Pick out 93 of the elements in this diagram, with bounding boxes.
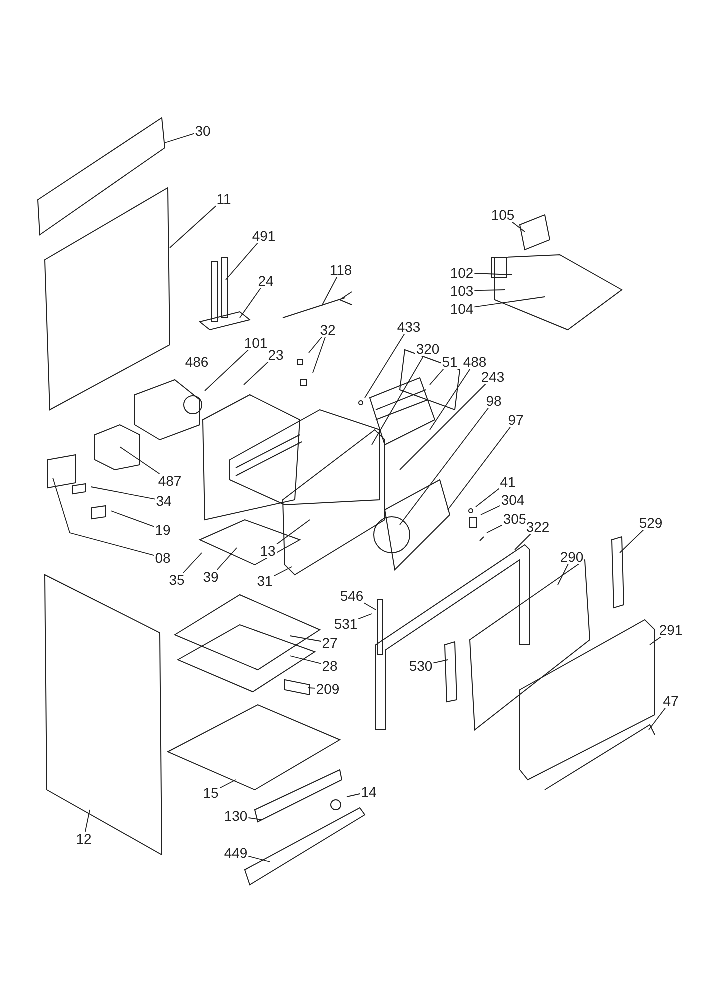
callout-number: 101	[243, 336, 269, 350]
leader-line	[558, 564, 569, 586]
callout-number: 102	[449, 266, 475, 280]
callout-number: 15	[202, 786, 220, 800]
leader-line	[308, 688, 316, 689]
leader-line	[244, 362, 269, 386]
callout-number: 130	[223, 809, 249, 823]
callout-number: 104	[449, 302, 475, 316]
leader-line	[372, 356, 424, 446]
callout-number: 41	[499, 475, 517, 489]
callout-number: 491	[251, 229, 277, 243]
callout-number: 98	[485, 394, 503, 408]
leader-line	[183, 552, 202, 574]
callout-number: 23	[267, 348, 285, 362]
callout-number: 290	[559, 550, 585, 564]
leader-line	[400, 408, 490, 526]
callout-number: 97	[507, 413, 525, 427]
callout-number: 105	[490, 208, 516, 222]
callout-number: 243	[480, 370, 506, 384]
leader-line	[474, 296, 546, 308]
leader-line	[620, 530, 644, 554]
callout-number: 103	[449, 284, 475, 298]
callout-number: 304	[500, 493, 526, 507]
leader-line	[346, 794, 361, 798]
callout-number: 487	[157, 474, 183, 488]
callout-number: 529	[638, 516, 664, 530]
leader-line	[448, 426, 512, 510]
callout-number: 24	[257, 274, 275, 288]
callout-number: 118	[328, 263, 354, 277]
callout-number: 31	[256, 574, 274, 588]
leader-line	[364, 334, 406, 398]
leader-line	[219, 780, 236, 789]
leader-line	[164, 133, 195, 144]
leader-line	[248, 856, 270, 862]
leader-line	[290, 656, 322, 664]
callout-number: 30	[194, 124, 212, 138]
callout-number: 34	[155, 494, 173, 508]
callout-number: 291	[658, 623, 684, 637]
callout-number: 19	[154, 523, 172, 537]
leader-line	[514, 534, 532, 550]
leader-line	[273, 566, 292, 577]
leader-line	[204, 350, 250, 392]
callout-number: 546	[339, 589, 365, 603]
callout-number: 449	[223, 846, 249, 860]
leader-line	[52, 478, 155, 556]
callout-number: 320	[415, 342, 441, 356]
callout-number: 322	[525, 520, 551, 534]
leader-line	[430, 368, 444, 386]
callout-number: 209	[315, 682, 341, 696]
callout-number: 08	[154, 551, 172, 565]
callout-number: 47	[662, 694, 680, 708]
callout-number: 12	[75, 832, 93, 846]
leader-line	[512, 222, 526, 232]
leader-line	[226, 242, 258, 280]
leader-line	[430, 368, 471, 430]
leader-line	[476, 488, 500, 508]
callout-number: 433	[396, 320, 422, 334]
callout-number: 530	[408, 659, 434, 673]
callout-number: 486	[184, 355, 210, 369]
callout-number: 32	[319, 323, 337, 337]
leader-line	[358, 614, 372, 620]
callout-number: 11	[216, 192, 232, 206]
callout-number: 14	[360, 785, 378, 799]
callout-number: 51	[441, 355, 459, 369]
leader-line	[322, 276, 338, 306]
callout-number: 28	[321, 659, 339, 673]
leader-line	[120, 446, 160, 474]
callout-number: 13	[259, 544, 277, 558]
leader-line	[486, 524, 503, 534]
leader-line	[650, 636, 662, 646]
callout-number: 27	[321, 636, 339, 650]
leader-line	[290, 636, 322, 642]
leader-line	[90, 486, 156, 500]
leader-line	[308, 336, 323, 354]
leader-line	[248, 818, 262, 820]
leader-line	[170, 206, 217, 248]
leader-line	[84, 810, 90, 832]
leader-line	[312, 336, 326, 374]
leader-line	[648, 708, 666, 730]
leader-line	[400, 384, 486, 470]
leader-line	[364, 602, 376, 610]
leader-line	[480, 505, 501, 516]
leader-line	[216, 548, 238, 570]
leader-line	[474, 290, 506, 292]
leader-line	[110, 510, 155, 528]
callout-number: 531	[333, 617, 359, 631]
leader-line	[240, 288, 262, 318]
leader-line	[474, 273, 512, 276]
callout-number: 488	[462, 355, 488, 369]
callout-number: 305	[502, 512, 528, 526]
callout-number: 39	[202, 570, 220, 584]
callout-number: 35	[168, 573, 186, 587]
leader-line	[433, 660, 448, 664]
